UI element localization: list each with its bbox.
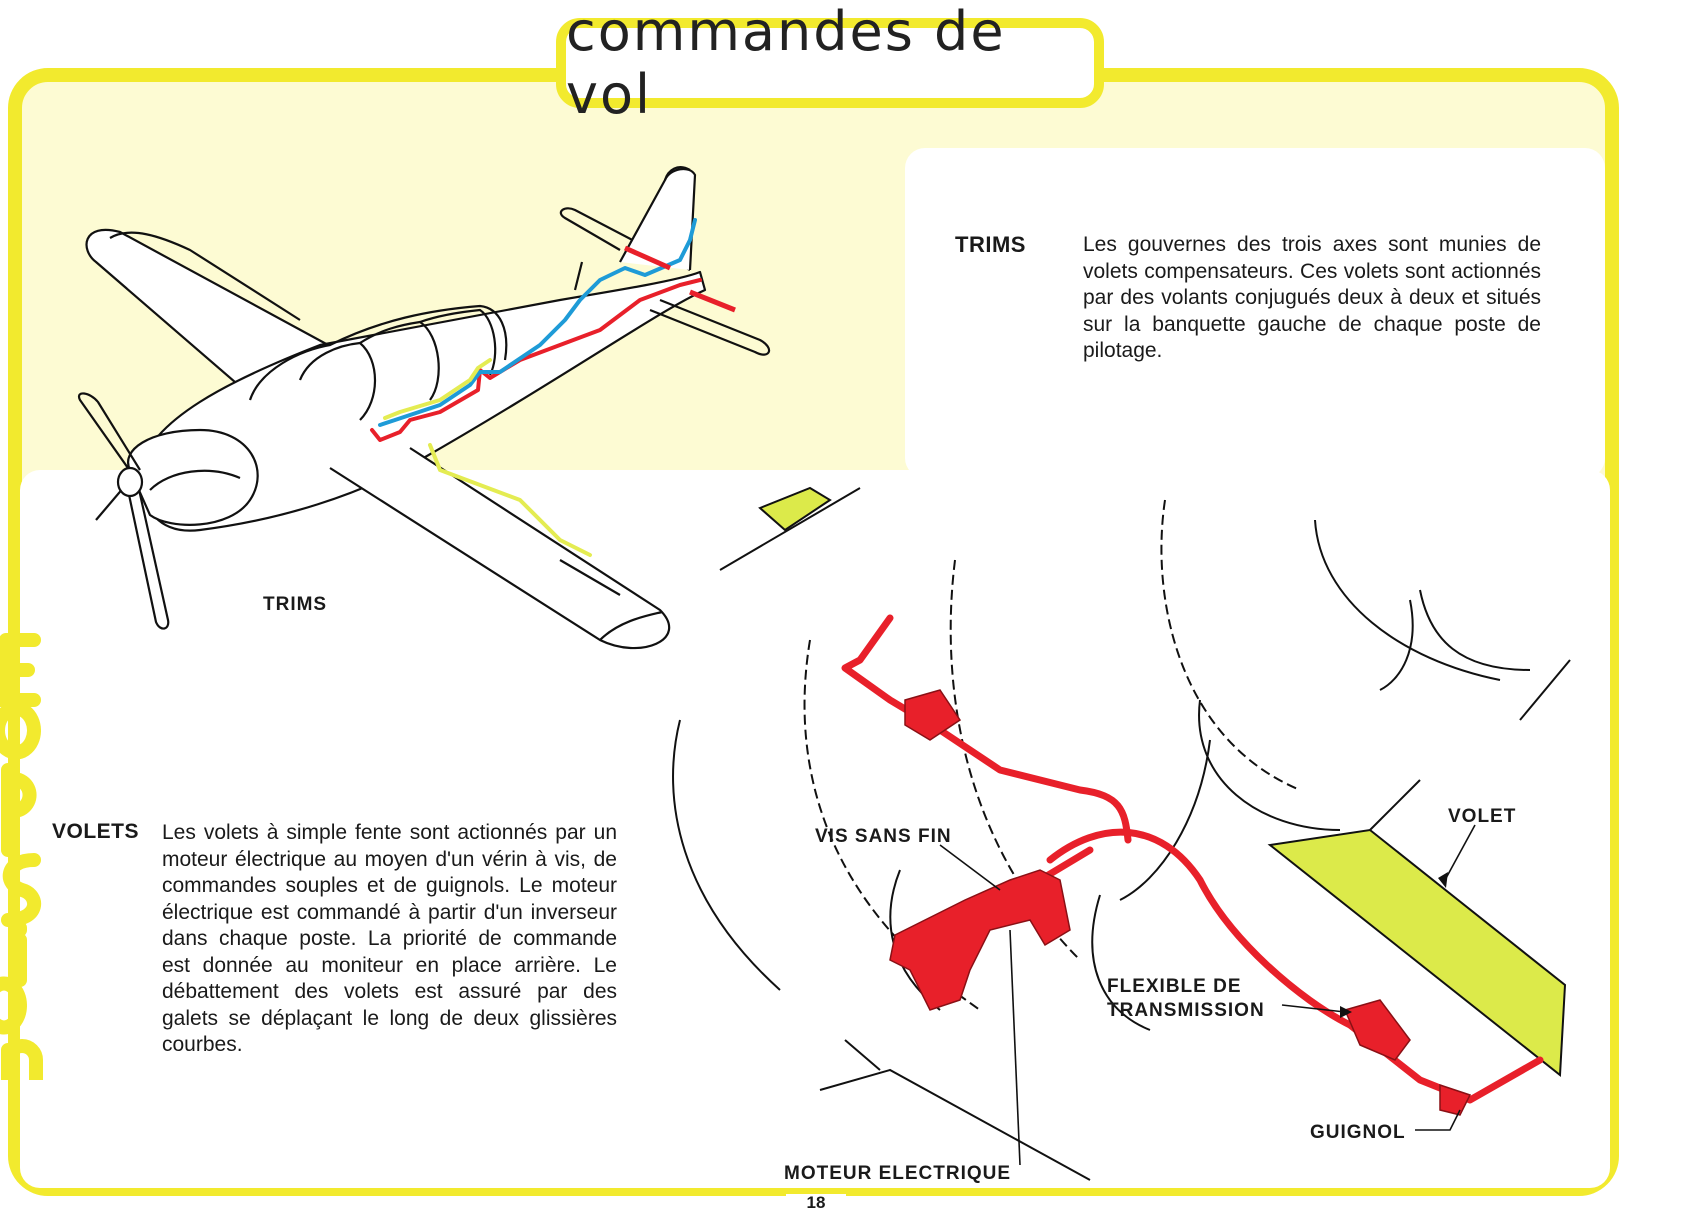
title-box: commandes de vol: [556, 0, 1104, 126]
epsilon-logo-icon: [0, 633, 43, 1087]
volets-heading: VOLETS: [52, 820, 140, 843]
aircraft-illustration-icon: [77, 166, 771, 650]
moteur-label: MOTEUR ELECTRIQUE: [784, 1163, 1012, 1184]
flap-mechanism-illustration: [672, 486, 1571, 1181]
volet-label: VOLET: [1448, 806, 1517, 827]
trims-heading: TRIMS: [955, 232, 1026, 257]
vis-sans-fin-label: VIS SANS FIN: [815, 826, 952, 847]
volets-paragraph: Les volets à simple fente sont actionnés…: [162, 821, 617, 1056]
flexible-label-line2: TRANSMISSION: [1107, 1000, 1265, 1021]
page-title: commandes de vol: [566, 0, 1006, 126]
trims-paragraph: Les gouvernes des trois axes sont munies…: [1083, 233, 1541, 362]
trims-figure-label: TRIMS: [263, 594, 328, 615]
guignol-label: GUIGNOL: [1310, 1122, 1406, 1143]
trims-text-panel: [905, 148, 1605, 478]
side-logo: [0, 610, 54, 1087]
flexible-label-line1: FLEXIBLE DE: [1107, 976, 1242, 997]
volets-panel: [20, 470, 1610, 1188]
page-number: 18: [786, 1194, 846, 1212]
